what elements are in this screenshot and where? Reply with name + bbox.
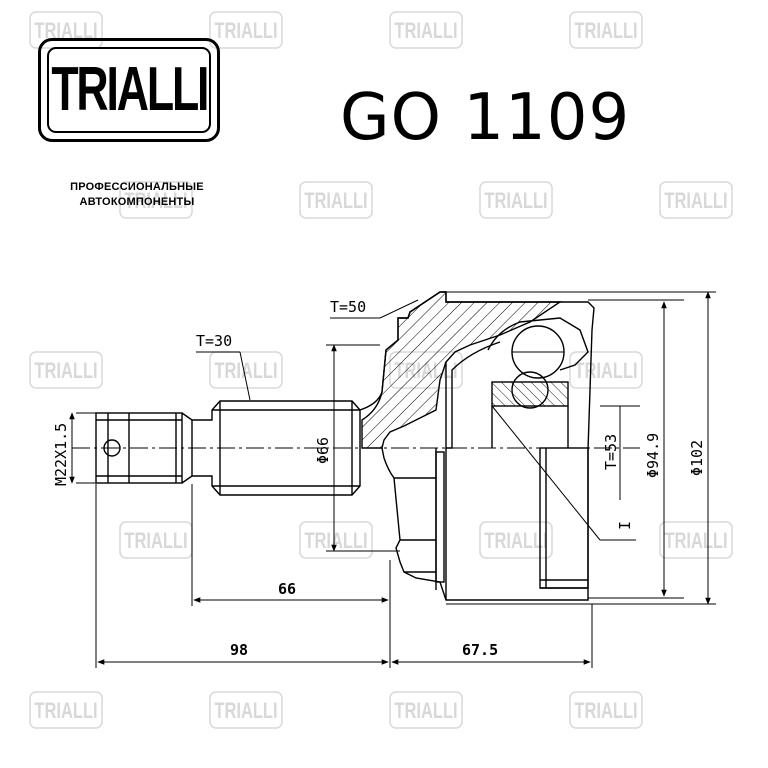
watermark-logo: TRIALLI bbox=[569, 691, 643, 729]
watermark-logo: TRIALLI bbox=[29, 691, 103, 729]
dim-thread bbox=[69, 412, 96, 484]
svg-text:TRIALLI: TRIALLI bbox=[124, 529, 187, 554]
dim-shaft-diameter bbox=[326, 344, 400, 552]
watermark-logo: TRIALLI bbox=[119, 181, 193, 219]
svg-text:TRIALLI: TRIALLI bbox=[34, 359, 97, 384]
dim-housing-teeth bbox=[330, 299, 419, 319]
tagline-line-2: АВТОКОМПОНЕНТЫ bbox=[79, 196, 195, 208]
watermark-logo: TRIALLI bbox=[479, 181, 553, 219]
label-shaft-length: 66 bbox=[278, 580, 296, 598]
svg-text:TRIALLI: TRIALLI bbox=[574, 359, 637, 384]
svg-text:TRIALLI: TRIALLI bbox=[484, 189, 547, 214]
part-number: GO 1109 bbox=[340, 81, 631, 155]
watermark-logo: TRIALLI bbox=[209, 691, 283, 729]
ball-lower bbox=[511, 371, 549, 409]
svg-text:TRIALLI: TRIALLI bbox=[394, 699, 457, 724]
svg-text:TRIALLI: TRIALLI bbox=[664, 189, 727, 214]
label-outer-diameter: Φ102 bbox=[688, 440, 706, 476]
svg-text:TRIALLI: TRIALLI bbox=[304, 189, 367, 214]
svg-text:TRIALLI: TRIALLI bbox=[574, 699, 637, 724]
watermark-logo: TRIALLI bbox=[659, 181, 733, 219]
svg-text:TRIALLI: TRIALLI bbox=[484, 529, 547, 554]
label-inner-diameter: Φ94.9 bbox=[644, 433, 662, 478]
watermark-logo: TRIALLI bbox=[389, 11, 463, 49]
dim-inner-diameter bbox=[588, 299, 684, 599]
svg-text:TRIALLI: TRIALLI bbox=[394, 19, 457, 44]
threaded-stub bbox=[95, 412, 193, 484]
label-shaft-diameter: Φ66 bbox=[314, 437, 332, 464]
dim-outer-diameter bbox=[446, 291, 716, 605]
dim-abs-teeth bbox=[600, 405, 640, 500]
svg-text:TRIALLI: TRIALLI bbox=[214, 19, 277, 44]
label-total-shaft-length: 98 bbox=[230, 641, 248, 659]
label-housing-length: 67.5 bbox=[462, 641, 498, 659]
brand-logo-text: TRIALLI bbox=[51, 55, 209, 124]
watermark-logo: TRIALLI bbox=[479, 521, 553, 559]
dim-housing-length bbox=[391, 604, 593, 668]
tagline-line-1: ПРОФЕССИОНАЛЬНЫЕ bbox=[70, 181, 204, 193]
label-abs-teeth: T=53 bbox=[602, 434, 620, 470]
dim-shaft-teeth bbox=[196, 351, 251, 401]
svg-text:TRIALLI: TRIALLI bbox=[214, 699, 277, 724]
abs-ring bbox=[435, 451, 445, 583]
label-housing-teeth: T=50 bbox=[330, 298, 366, 316]
watermark-logo: TRIALLI bbox=[29, 351, 103, 389]
watermark-logo: TRIALLI bbox=[569, 11, 643, 49]
label-marker: I bbox=[616, 521, 634, 530]
dim-shaft-length bbox=[191, 484, 391, 606]
brand-logo: TRIALLI bbox=[38, 38, 220, 142]
watermark-logo: TRIALLI bbox=[389, 691, 463, 729]
watermark-logo: TRIALLI bbox=[569, 351, 643, 389]
svg-text:TRIALLI: TRIALLI bbox=[124, 189, 187, 214]
label-shaft-teeth: T=30 bbox=[196, 332, 232, 350]
brand-tagline: ПРОФЕССИОНАЛЬНЫЕ АВТОКОМПОНЕНТЫ bbox=[56, 180, 218, 210]
watermark-logo: TRIALLI bbox=[659, 521, 733, 559]
svg-text:TRIALLI: TRIALLI bbox=[664, 529, 727, 554]
dim-total-shaft-length bbox=[95, 484, 391, 668]
svg-text:TRIALLI: TRIALLI bbox=[574, 19, 637, 44]
watermark-logo: TRIALLI bbox=[209, 11, 283, 49]
bell-housing bbox=[359, 291, 595, 601]
watermark-logo: TRIALLI bbox=[299, 181, 373, 219]
label-thread: M22X1.5 bbox=[52, 423, 70, 486]
watermark-logo: TRIALLI bbox=[119, 521, 193, 559]
svg-text:TRIALLI: TRIALLI bbox=[34, 699, 97, 724]
inner-race bbox=[445, 317, 601, 589]
